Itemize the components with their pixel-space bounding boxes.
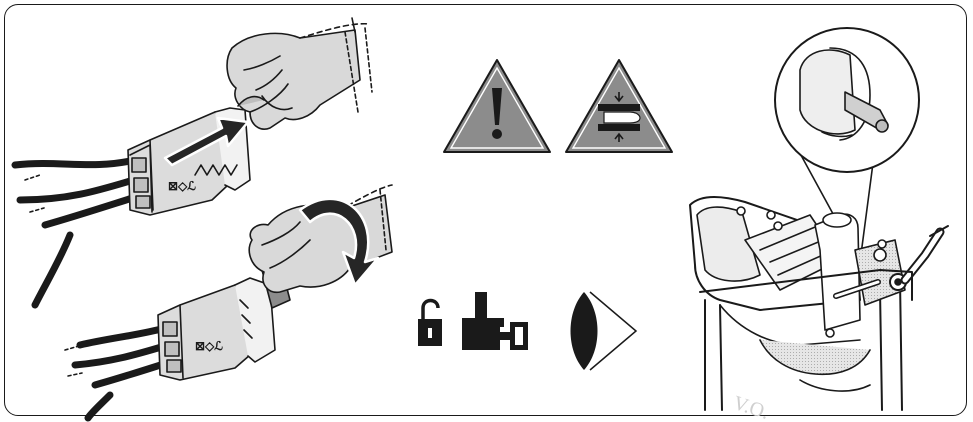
fifth-wheel-coupling-icon: V.O. — [690, 28, 948, 422]
svg-text:⊠◇ℒ: ⊠◇ℒ — [195, 339, 223, 353]
svg-text:⊠◇ℒ: ⊠◇ℒ — [168, 179, 196, 193]
general-warning-icon — [444, 60, 550, 152]
plug-connector-rotate-icon: ⊠◇ℒ — [65, 185, 392, 418]
coupling-label: V.O. — [730, 392, 771, 422]
unlock-padlock-icon — [418, 301, 442, 347]
coupling-jaw-icon — [462, 292, 528, 350]
visual-check-eye-icon — [571, 292, 637, 370]
hand-crush-warning-icon — [566, 60, 672, 152]
